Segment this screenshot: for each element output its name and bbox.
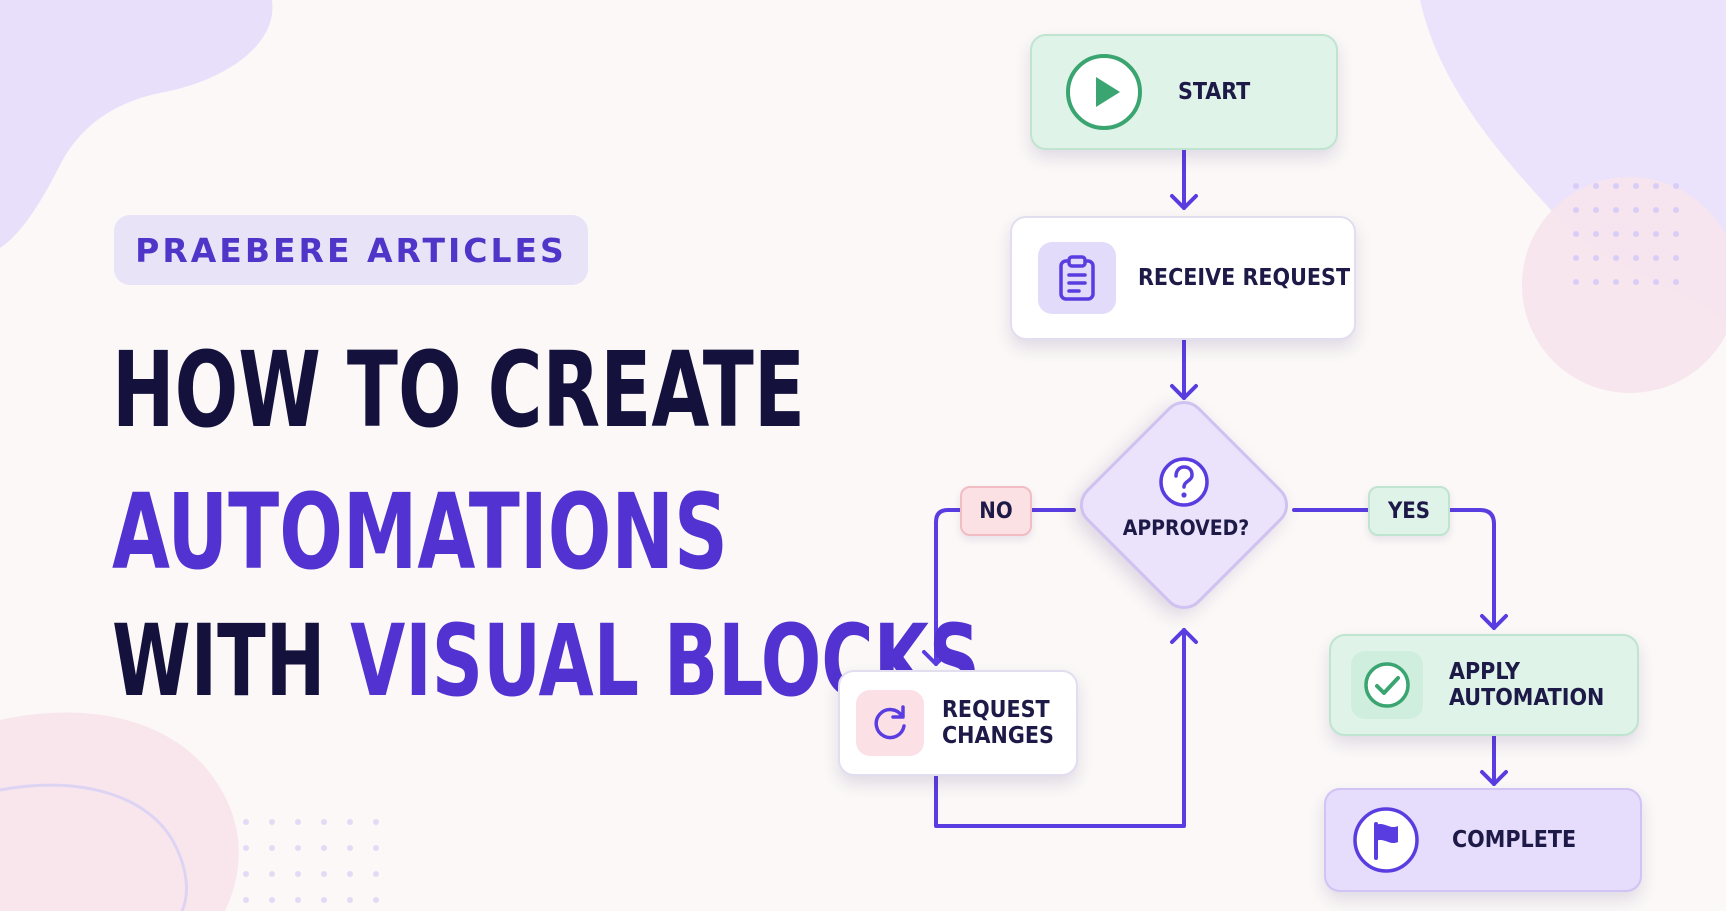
play-icon [1064,52,1144,132]
headline-line-3-a: WITH [112,604,326,719]
node-apply-label: APPLY AUTOMATION [1449,659,1604,712]
node-apply-automation: APPLY AUTOMATION [1329,634,1639,736]
node-receive-label: RECEIVE REQUEST [1138,264,1351,291]
node-start-label: START [1178,78,1251,105]
refresh-icon [856,690,924,756]
branch-no-badge: NO [960,486,1032,536]
node-receive-request: RECEIVE REQUEST [1010,216,1356,340]
node-start: START [1030,34,1338,150]
node-apply-label-line-1: APPLY [1449,658,1520,685]
headline-line-1: HOW TO CREATE [112,329,806,451]
node-complete: COMPLETE [1324,788,1642,892]
node-request-label-line-2: CHANGES [942,723,1054,749]
node-request-label: REQUEST CHANGES [942,697,1054,750]
node-apply-label-line-2: AUTOMATION [1449,685,1605,711]
node-complete-label: COMPLETE [1452,826,1577,853]
decision-label: APPROVED? [1122,516,1250,540]
question-icon [1157,455,1211,513]
brand-tag: PRAEBERE ARTICLES [114,215,588,285]
branch-yes-badge: YES [1368,486,1450,536]
headline-line-2: AUTOMATIONS [112,471,728,593]
node-request-label-line-1: REQUEST [942,696,1050,723]
clipboard-icon [1038,242,1116,314]
node-request-changes: REQUEST CHANGES [838,670,1078,776]
check-icon [1351,651,1423,719]
flag-icon [1350,804,1422,876]
headline-line-3: WITH VISUAL BLOCKS [112,612,980,711]
